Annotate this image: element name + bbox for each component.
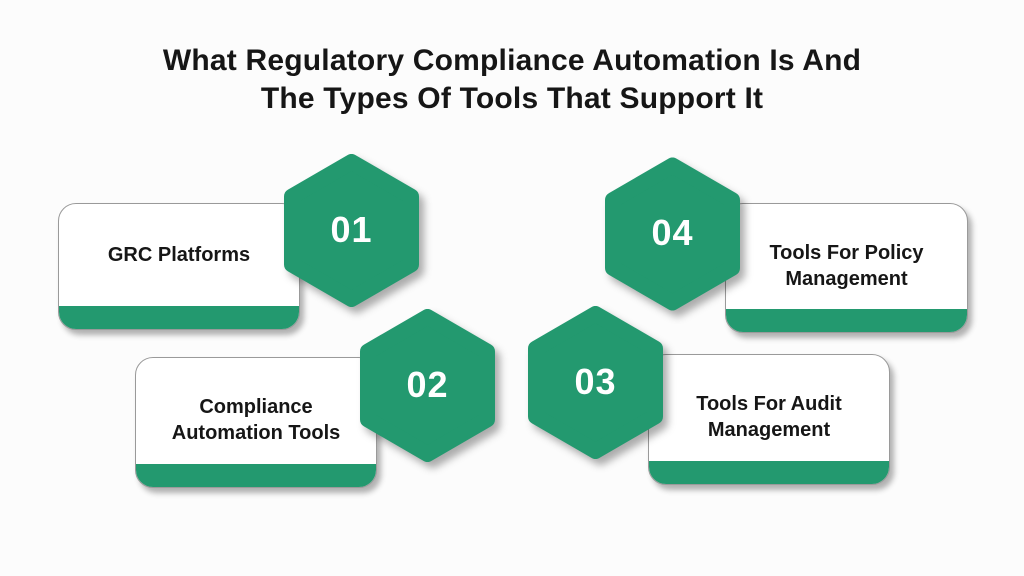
card-accent-strip xyxy=(136,464,376,487)
card-label: Tools For Audit Management xyxy=(649,355,889,461)
item-number: 01 xyxy=(330,208,373,250)
card-label-line: Management xyxy=(785,267,908,290)
hexagon-icon xyxy=(360,309,495,462)
card-tools-for-audit-management: Tools For Audit Management xyxy=(648,354,890,485)
hexagon-badge-02: 02 xyxy=(357,308,498,463)
card-label-line: Tools For Audit xyxy=(696,393,842,415)
card-label-line: Compliance xyxy=(199,396,313,418)
item-number: 04 xyxy=(651,212,694,253)
item-number: 03 xyxy=(574,360,617,402)
hexagon-badge-01: 01 xyxy=(281,153,422,308)
card-accent-strip xyxy=(726,309,967,332)
page-title: What Regulatory Compliance Automation Is… xyxy=(0,42,1024,118)
card-label: Compliance Automation Tools xyxy=(136,358,376,464)
card-grc-platforms: GRC Platforms xyxy=(58,203,300,330)
hexagon-badge-03: 03 xyxy=(525,305,666,460)
card-compliance-automation-tools: Compliance Automation Tools xyxy=(135,357,377,488)
card-label: GRC Platforms xyxy=(59,204,299,306)
card-accent-strip xyxy=(59,306,299,329)
page-title-line-1: What Regulatory Compliance Automation Is… xyxy=(162,44,862,77)
card-accent-strip xyxy=(649,461,889,484)
item-number: 02 xyxy=(406,363,449,405)
page-title-line-2: The Types Of Tools That Support It xyxy=(260,82,764,115)
card-tools-for-policy-management: Tools For Policy Management xyxy=(725,203,968,333)
hexagon-icon xyxy=(528,306,663,459)
card-label-line: Tools For Policy xyxy=(769,241,924,264)
hexagon-icon xyxy=(284,154,419,307)
hexagon-icon xyxy=(605,157,740,311)
card-label-line: Management xyxy=(707,419,831,441)
hexagon-badge-04: 04 xyxy=(602,155,743,313)
card-label-line: GRC Platforms xyxy=(107,244,251,266)
card-label: Tools For Policy Management xyxy=(726,204,967,309)
card-label-line: Automation Tools xyxy=(171,422,341,444)
